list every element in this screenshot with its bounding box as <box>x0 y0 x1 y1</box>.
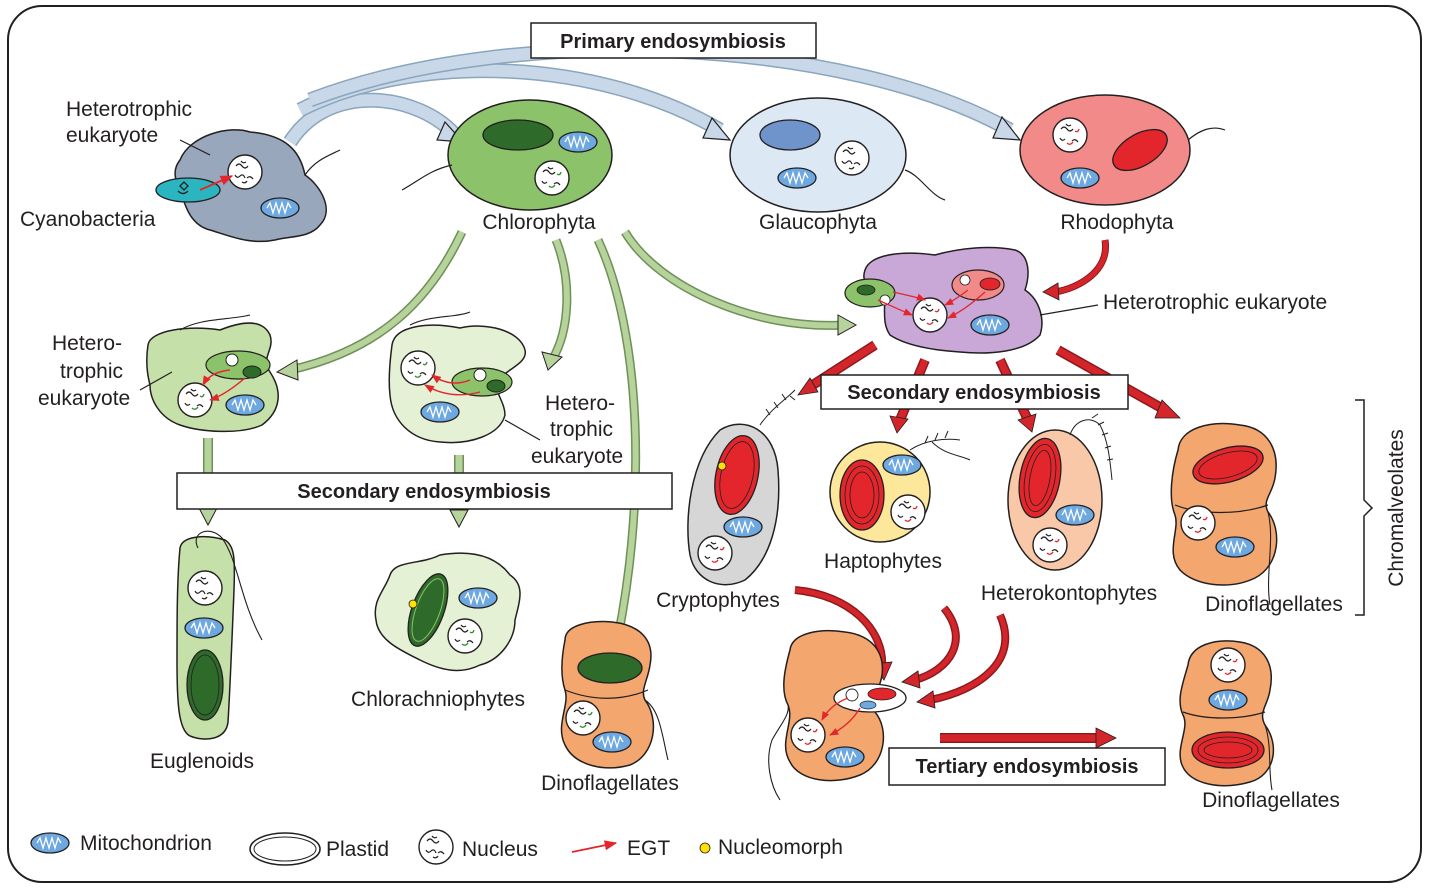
primary-endosymbiosis-box <box>530 22 817 59</box>
hetero-mid-label-1: Hetero- <box>545 392 615 415</box>
rhodophyta-arrowhead <box>1042 282 1060 301</box>
legend-mitochondrion-label: Mitochondrion <box>80 832 212 855</box>
legend-nucleus-icon <box>418 829 454 865</box>
dinoflagellate-chromalveolate-cell <box>1170 422 1278 606</box>
legend-plastid-inner <box>253 836 317 862</box>
cryptophyte-cell <box>687 389 796 586</box>
legend-nucleomorph-icon <box>699 842 711 854</box>
green-arrows <box>198 229 858 681</box>
haptophytes-label: Haptophytes <box>824 550 942 573</box>
pointer-line-top <box>179 139 211 156</box>
euglenoids-label: Euglenoids <box>150 750 254 773</box>
cyanobacteria-label: Cyanobacteria <box>20 208 156 231</box>
chromalveolates-label: Chromalveolates <box>1385 429 1408 587</box>
rhodophyta-label: Rhodophyta <box>1060 211 1174 234</box>
legend-nucleomorph-label: Nucleomorph <box>718 836 843 859</box>
legend-plastid-icon <box>249 832 321 866</box>
legend-mitochondrion-icon <box>30 832 70 854</box>
pointer-line-left <box>139 371 173 391</box>
hetero-eukaryote-left-cell <box>145 314 279 433</box>
rhodophyta-cell <box>1019 94 1226 206</box>
glaucophyta-cell <box>729 97 946 213</box>
cryptophytes-label: Cryptophytes <box>656 589 780 612</box>
hetero-left-label-1: Hetero- <box>52 332 122 355</box>
hetero-mid-label-2: trophic <box>550 418 613 441</box>
heterotrophic-eukaryote-cell-top <box>155 129 341 243</box>
primary-endosymbiosis-label: Primary endosymbiosis <box>560 31 786 53</box>
secondary-endosymbiosis-box-right <box>820 374 1129 410</box>
legend-egt-icon <box>571 840 618 853</box>
legend: Mitochondrion Plastid Nucleus EGT Nucleo… <box>30 829 843 866</box>
heterotrophic-eukaryote-label-top-2: eukaryote <box>66 124 158 147</box>
euglenoid-cell <box>176 530 263 740</box>
tertiary-arrowhead <box>1095 727 1117 749</box>
hetero-eukaryote-right-cell <box>844 246 1043 354</box>
legend-nucleus-label: Nucleus <box>462 838 538 861</box>
hetero-left-label-3: eukaryote <box>38 387 130 410</box>
dinoflagellates-chromalveolate-label: Dinoflagellates <box>1205 593 1343 616</box>
chlorophyta-label: Chlorophyta <box>482 211 596 234</box>
chlorarachniophyte-cell <box>374 552 521 672</box>
dinoflagellates-tertiary-label: Dinoflagellates <box>1202 789 1340 812</box>
red-arrows-tertiary <box>794 586 1010 704</box>
tertiary-host-cell <box>768 629 907 801</box>
tertiary-endosymbiosis-box <box>888 747 1166 786</box>
dinoflagellate-green-cell <box>560 620 669 769</box>
dinoflagellates-green-label: Dinoflagellates <box>541 772 679 795</box>
tertiary-endosymbiosis-label: Tertiary endosymbiosis <box>915 756 1138 778</box>
pointer-line-mid <box>504 419 541 441</box>
heterokontophyte-cell <box>1007 413 1114 571</box>
haptophyte-cell <box>829 430 971 543</box>
hetero-left-label-2: trophic <box>60 360 123 383</box>
legend-egt-label: EGT <box>627 837 670 860</box>
chlorophyta-cell <box>401 99 613 211</box>
dinoflagellate-tertiary-cell <box>1179 640 1275 791</box>
secondary-endosymbiosis-box-left <box>176 472 673 510</box>
heterotrophic-eukaryote-label-top-1: Heterotrophic <box>66 98 192 121</box>
hetero-mid-label-3: eukaryote <box>531 445 623 468</box>
hetero-eukaryote-right-label: Heterotrophic eukaryote <box>1103 291 1327 314</box>
arrowhead-hetero <box>916 690 936 709</box>
secondary-endosymbiosis-label-right: Secondary endosymbiosis <box>847 382 1100 404</box>
chlorachniophytes-label: Chlorachniophytes <box>351 688 525 711</box>
legend-plastid-label: Plastid <box>326 838 389 861</box>
rhodophyta-to-hetero-arrow-inner <box>1054 239 1108 295</box>
arrowhead-hapto <box>901 670 921 689</box>
hetero-eukaryote-middle-cell <box>388 311 526 444</box>
secondary-endosymbiosis-label-left: Secondary endosymbiosis <box>297 481 550 503</box>
pointer-line-right <box>1039 304 1099 316</box>
heterokontophytes-label: Heterokontophytes <box>981 582 1157 605</box>
glaucophyta-label: Glaucophyta <box>759 211 877 234</box>
chromalveolates-bracket <box>1355 399 1374 616</box>
